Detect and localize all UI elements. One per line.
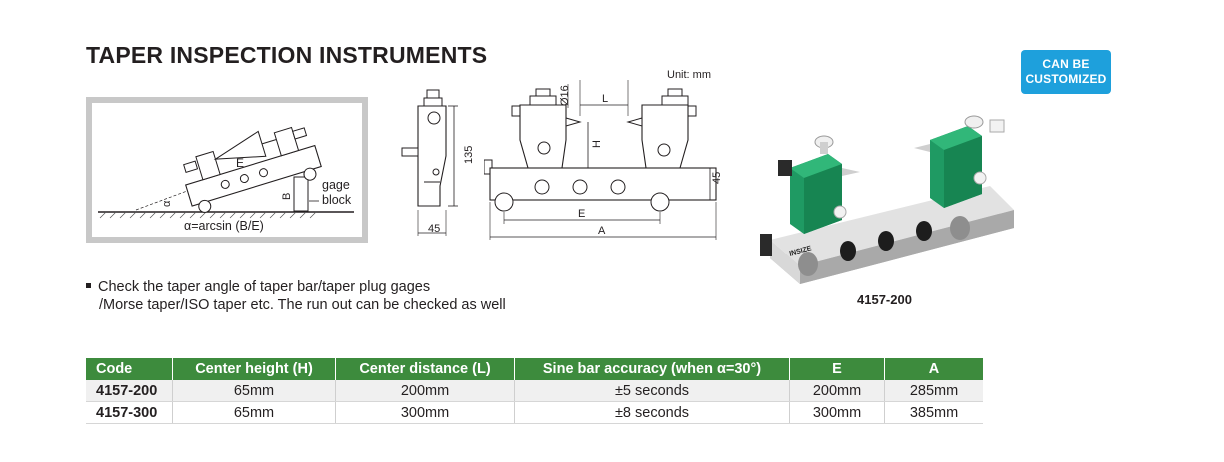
cell-code: 4157-200 <box>86 380 173 402</box>
usage-label-e: E <box>236 156 244 170</box>
bullet-line-1: Check the taper angle of taper bar/taper… <box>98 279 431 295</box>
col-header-a: A <box>884 358 983 380</box>
usage-formula: α=arcsin (B/E) <box>184 219 264 233</box>
cell-center-height: 65mm <box>172 380 336 402</box>
usage-label-alpha: α <box>161 200 173 207</box>
front-dim-l: L <box>602 93 608 105</box>
cell-e: 200mm <box>789 380 885 402</box>
bullet-line-2: /Morse taper/ISO taper etc. The run out … <box>99 297 506 313</box>
customized-badge: CAN BE CUSTOMIZED <box>1021 50 1111 94</box>
bullet-square-icon <box>86 282 91 288</box>
side-dim-135: 135 <box>463 146 475 164</box>
usage-label-b: B <box>281 193 293 200</box>
cell-center-distance: 200mm <box>335 380 515 402</box>
table-row: 4157-300 65mm 300mm ±8 seconds 300mm 385… <box>86 401 983 424</box>
feature-bullet: Check the taper angle of taper bar/taper… <box>86 278 506 314</box>
front-dim-e: E <box>578 208 585 220</box>
cell-code: 4157-300 <box>86 401 173 424</box>
front-dim-phi16: Ø16 <box>559 85 571 106</box>
unit-label: Unit: mm <box>667 69 711 81</box>
page-title: TAPER INSPECTION INSTRUMENTS <box>86 42 488 68</box>
product-photo: INSIZE <box>760 108 1020 288</box>
col-header-code: Code <box>86 358 173 380</box>
col-header-center-height: Center height (H) <box>172 358 336 380</box>
cell-center-distance: 300mm <box>335 401 515 424</box>
col-header-center-distance: Center distance (L) <box>335 358 515 380</box>
front-dim-h: H <box>591 140 603 148</box>
side-view-diagram: 135 45 <box>396 86 486 240</box>
cell-center-height: 65mm <box>172 401 336 424</box>
product-model-label: 4157-200 <box>857 292 912 307</box>
side-dim-45: 45 <box>428 223 440 235</box>
cell-sine-bar-accuracy: ±8 seconds <box>514 401 790 424</box>
usage-diagram: E B α gage block α=arcsin (B/E) <box>86 97 368 243</box>
table-row: 4157-200 65mm 200mm ±5 seconds 200mm 285… <box>86 380 983 402</box>
usage-label-gage: gage <box>322 178 350 192</box>
cell-a: 385mm <box>884 401 983 424</box>
spec-table-header-row: Code Center height (H) Center distance (… <box>86 358 983 380</box>
cell-sine-bar-accuracy: ±5 seconds <box>514 380 790 402</box>
usage-label-block: block <box>322 193 352 207</box>
front-view-diagram: L Ø16 H 45 E A <box>484 80 720 242</box>
front-dim-45: 45 <box>711 172 720 184</box>
badge-line-1: CAN BE <box>1042 57 1090 71</box>
cell-a: 285mm <box>884 380 983 402</box>
badge-line-2: CUSTOMIZED <box>1025 72 1107 86</box>
front-dim-a: A <box>598 225 606 237</box>
col-header-e: E <box>789 358 885 380</box>
col-header-sine-bar-accuracy: Sine bar accuracy (when α=30°) <box>514 358 790 380</box>
cell-e: 300mm <box>789 401 885 424</box>
spec-table: Code Center height (H) Center distance (… <box>86 358 983 424</box>
